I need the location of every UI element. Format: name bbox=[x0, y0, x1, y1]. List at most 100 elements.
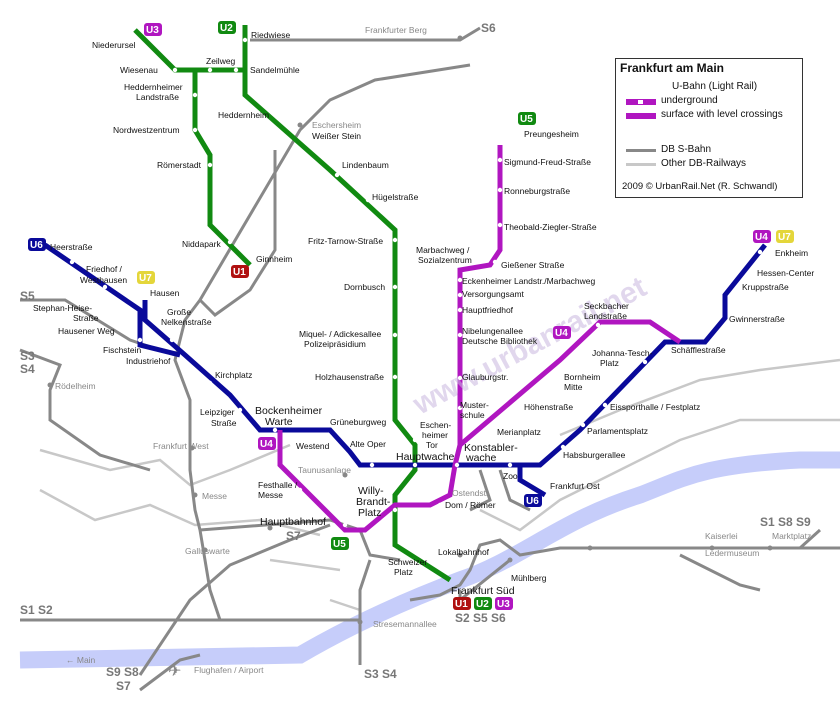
badge-u3-sued: U3 bbox=[495, 597, 513, 610]
station-eschersheim: Eschersheim bbox=[312, 120, 361, 130]
station-eissporthalle: Eissporthalle / Festplatz bbox=[610, 402, 700, 412]
station-ostendstr: Ostendstr. bbox=[452, 488, 491, 498]
badge-u1-ginnheim: U1 bbox=[231, 265, 249, 278]
station-kirchplatz: Kirchplatz bbox=[215, 370, 252, 380]
station-niederursel: Niederursel bbox=[92, 40, 136, 50]
station-eschenheimer-1: Eschen- bbox=[420, 420, 451, 430]
svg-text:U7: U7 bbox=[139, 273, 152, 284]
station-roedelheim: Rödelheim bbox=[55, 381, 96, 391]
river-label: ← Main bbox=[66, 655, 96, 665]
station-ginnheim: Ginnheim bbox=[256, 254, 292, 264]
badge-u2-top: U2 bbox=[218, 21, 236, 34]
station-hauptbahnhof: Hauptbahnhof bbox=[260, 516, 326, 528]
station-festhalle-1: Festhalle / bbox=[258, 480, 298, 490]
station-hausen: Hausen bbox=[150, 288, 180, 298]
station-messe: Messe bbox=[202, 491, 227, 501]
svg-text:U4: U4 bbox=[555, 328, 568, 339]
svg-text:U4: U4 bbox=[755, 232, 768, 243]
watermark: www.urbanrail.net bbox=[407, 270, 652, 421]
hbf-s7-label: S7 bbox=[286, 529, 301, 543]
badge-u7-enkheim: U7 bbox=[776, 230, 794, 243]
station-schaeffle: Schäfflestraße bbox=[671, 345, 726, 355]
station-heddernheim: Heddernheim bbox=[218, 110, 269, 120]
badge-u2-sued: U2 bbox=[474, 597, 492, 610]
station-marktplatz: Marktplatz bbox=[772, 531, 811, 541]
station-willy-1: Willy- bbox=[358, 485, 384, 497]
station-niddapark: Niddapark bbox=[182, 239, 221, 249]
station-marbachweg-2: Sozialzentrum bbox=[418, 255, 472, 265]
svg-text:U3: U3 bbox=[146, 25, 159, 36]
legend-sbahn-swatch bbox=[626, 149, 656, 152]
station-gwinner: Gwinnerstraße bbox=[729, 314, 785, 324]
station-frankfurt-sued: Frankfurt Süd bbox=[451, 585, 515, 597]
station-eschenheimer-3: Tor bbox=[426, 440, 438, 450]
station-leipziger-2: Straße bbox=[211, 418, 237, 428]
legend-other-swatch bbox=[626, 163, 656, 166]
station-theobald: Theobald-Ziegler-Straße bbox=[504, 222, 597, 232]
station-kruppstrasse: Kruppstraße bbox=[742, 282, 789, 292]
s9-s8-label: S9 S8 bbox=[106, 665, 139, 679]
station-ronneburg: Ronneburgstraße bbox=[504, 186, 570, 196]
station-willy-2: Brandt- bbox=[356, 496, 391, 508]
legend-sbahn: DB S-Bahn bbox=[661, 144, 712, 155]
station-eckenheimer: Eckenheimer Landstr./Marbachweg bbox=[462, 276, 596, 286]
badge-u7-west: U7 bbox=[137, 271, 155, 284]
station-konstablerwache-1: Konstabler- bbox=[464, 442, 518, 454]
s3-label: S3 bbox=[20, 349, 35, 363]
badge-u3-top: U3 bbox=[144, 23, 162, 36]
s2-s5-s6-label: S2 S5 S6 bbox=[455, 611, 506, 625]
station-labels: Niederursel Riedwiese Wiesenau Zeilweg S… bbox=[33, 25, 814, 675]
svg-text:U6: U6 bbox=[30, 240, 43, 251]
station-schweizer-2: Platz bbox=[394, 567, 413, 577]
station-heerstrasse: Heerstraße bbox=[50, 242, 93, 252]
station-hessen-center: Hessen-Center bbox=[757, 268, 814, 278]
svg-text:U6: U6 bbox=[526, 496, 539, 507]
station-seckbacher-1: Seckbacher bbox=[584, 301, 629, 311]
station-sigmund-freud: Sigmund-Freud-Straße bbox=[504, 157, 591, 167]
station-zoo: Zoo bbox=[503, 471, 518, 481]
station-muster-2: schule bbox=[460, 410, 485, 420]
station-hauptfriedhof: Hauptfriedhof bbox=[462, 305, 514, 315]
u1-u2-u3-line bbox=[133, 25, 452, 583]
station-miquel-1: Miquel- / Adickesallee bbox=[299, 329, 381, 339]
station-ledermuseum: Ledermuseum bbox=[705, 548, 759, 558]
station-stresemannallee: Stresemannallee bbox=[373, 619, 437, 629]
station-konstablerwache-2: wache bbox=[465, 452, 497, 464]
station-sandelmuehle: Sandelmühle bbox=[250, 65, 300, 75]
station-huegelstrasse: Hügelstraße bbox=[372, 192, 419, 202]
station-muster-1: Muster- bbox=[460, 400, 489, 410]
s5-label: S5 bbox=[20, 289, 35, 303]
badge-u6-ost: U6 bbox=[524, 494, 542, 507]
river-main bbox=[19, 451, 840, 669]
station-muehlberg: Mühlberg bbox=[511, 573, 547, 583]
station-fritz-tarnow: Fritz-Tarnow-Straße bbox=[308, 236, 383, 246]
station-preungesheim: Preungesheim bbox=[524, 129, 579, 139]
station-eschenheimer-2: heimer bbox=[422, 430, 448, 440]
svg-text:U1: U1 bbox=[455, 599, 468, 610]
s7-label: S7 bbox=[116, 679, 131, 693]
east-s-label: S1 S8 S9 bbox=[760, 515, 811, 529]
station-bockenheimer-2: Warte bbox=[265, 416, 293, 428]
s4-label: S4 bbox=[20, 362, 35, 376]
svg-text:U7: U7 bbox=[778, 232, 791, 243]
station-roemerstadt: Römerstadt bbox=[157, 160, 202, 170]
station-willy-3: Platz bbox=[358, 507, 381, 519]
s3-s4-south-label: S3 S4 bbox=[364, 667, 397, 681]
station-johanna-2: Platz bbox=[600, 358, 619, 368]
legend-underground-swatch bbox=[626, 99, 656, 105]
station-alte-oper: Alte Oper bbox=[350, 439, 386, 449]
u4-u5-u6-u7-line bbox=[43, 242, 767, 498]
station-taunusanlage: Taunusanlage bbox=[298, 465, 351, 475]
map-title: Frankfurt am Main bbox=[620, 61, 725, 75]
station-nibelungen-2: Deutsche Bibliothek bbox=[462, 336, 538, 346]
station-frankfurter-berg: Frankfurter Berg bbox=[365, 25, 427, 35]
station-parlamentsplatz: Parlamentsplatz bbox=[587, 426, 648, 436]
station-festhalle-2: Messe bbox=[258, 490, 283, 500]
station-merianplatz: Merianplatz bbox=[497, 427, 541, 437]
station-bockenheimer-1: Bockenheimer bbox=[255, 405, 323, 417]
station-heddernheimer-2: Landstraße bbox=[136, 92, 179, 102]
station-fischstein: Fischstein bbox=[103, 345, 142, 355]
station-stephan-2: Straße bbox=[73, 313, 99, 323]
station-wiesenau: Wiesenau bbox=[120, 65, 158, 75]
